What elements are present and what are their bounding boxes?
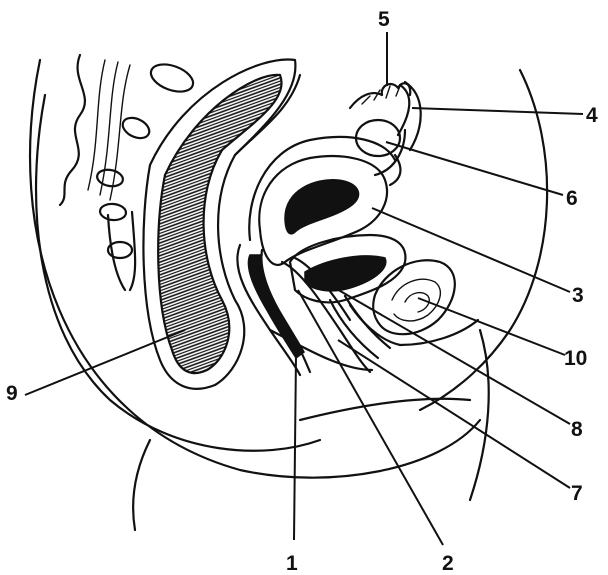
label-10: 10 bbox=[564, 347, 587, 370]
leader-4 bbox=[412, 108, 583, 114]
uterus bbox=[249, 130, 405, 265]
leader-8 bbox=[335, 288, 570, 424]
label-4: 4 bbox=[586, 104, 598, 127]
leader-7 bbox=[338, 340, 570, 488]
label-7: 7 bbox=[571, 482, 583, 505]
label-6: 6 bbox=[566, 187, 578, 210]
label-5: 5 bbox=[378, 8, 390, 31]
leader-6 bbox=[386, 142, 563, 195]
leader-10 bbox=[418, 298, 565, 355]
label-9: 9 bbox=[6, 382, 18, 405]
label-3: 3 bbox=[572, 284, 584, 307]
label-2: 2 bbox=[442, 552, 454, 575]
label-8: 8 bbox=[571, 418, 583, 441]
labels: 1 2 3 4 5 6 7 8 9 10 bbox=[6, 8, 598, 575]
leader-lines bbox=[25, 32, 583, 545]
body-outline bbox=[30, 60, 547, 530]
label-1: 1 bbox=[286, 552, 298, 575]
leader-1 bbox=[294, 355, 296, 540]
